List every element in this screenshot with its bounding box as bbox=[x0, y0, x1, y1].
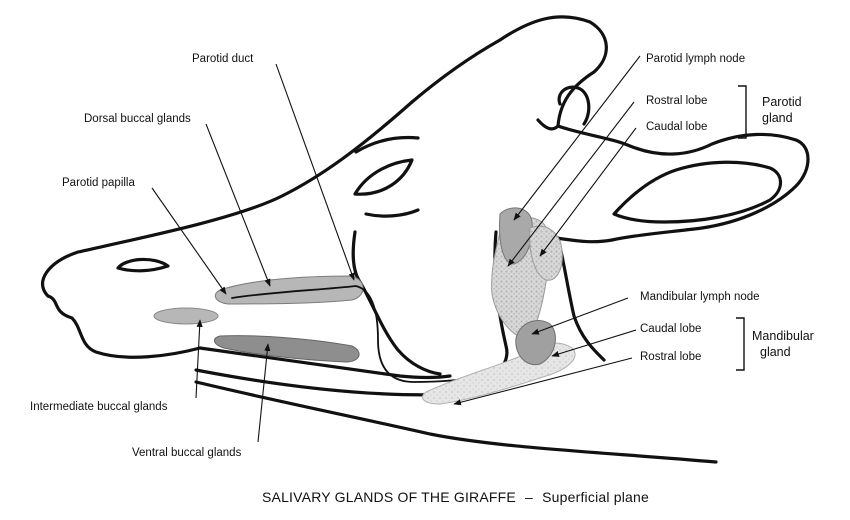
eye-brow-upper bbox=[354, 135, 420, 154]
label-ventral-buccal-glands: Ventral buccal glands bbox=[132, 447, 242, 459]
dorsal-buccal-glands bbox=[214, 275, 364, 305]
muzzle-outline bbox=[46, 294, 202, 359]
parotid-duct bbox=[231, 285, 509, 383]
neck-outline bbox=[554, 236, 614, 244]
label-dorsal-buccal-glands: Dorsal buccal glands bbox=[84, 113, 191, 125]
leader-parotid-lymph-node bbox=[513, 55, 641, 221]
label-mandibular-lymph-node: Mandibular lymph node bbox=[640, 291, 760, 303]
leader-mandibular-rostral bbox=[453, 357, 633, 406]
throat-line bbox=[194, 380, 718, 464]
eye-brow-lower bbox=[364, 208, 420, 218]
group-mandibular-line2: gland bbox=[760, 345, 791, 359]
label-parotid-duct: Parotid duct bbox=[192, 53, 254, 65]
figure-caption: SALIVARY GLANDS OF THE GIRAFFE – Superfi… bbox=[262, 489, 649, 505]
label-intermediate-buccal-glands: Intermediate buccal glands bbox=[30, 401, 168, 413]
label-mandibular-rostral-lobe: Rostral lobe bbox=[640, 351, 701, 363]
leader-ventral-buccal bbox=[257, 343, 271, 443]
leader-parotid-duct bbox=[275, 63, 355, 281]
cheek-line bbox=[351, 230, 442, 376]
nostril bbox=[116, 257, 170, 273]
leader-parotid-papilla bbox=[151, 187, 227, 295]
second-ossicone bbox=[557, 85, 591, 126]
ventral-buccal-glands bbox=[214, 335, 360, 363]
ear-inner bbox=[612, 160, 783, 224]
leader-mandibular-lymph bbox=[531, 297, 629, 335]
caption-dash: – bbox=[525, 489, 533, 505]
caption-sub: Superficial plane bbox=[542, 489, 649, 505]
mouth-line bbox=[198, 346, 452, 380]
intermediate-buccal-glands bbox=[153, 307, 219, 325]
mandibular-bracket bbox=[736, 317, 745, 371]
eye-outline bbox=[353, 158, 414, 196]
labels: Parotid duct Dorsal buccal glands Paroti… bbox=[30, 53, 814, 459]
glands bbox=[153, 207, 576, 405]
ossicone-outline bbox=[410, 15, 608, 131]
forehead-nose-line bbox=[41, 100, 414, 298]
ear-outline bbox=[610, 138, 810, 242]
leader-parotid-rostral bbox=[507, 101, 635, 267]
parotid-lymph-node bbox=[499, 207, 533, 265]
poll-outline bbox=[556, 124, 798, 156]
label-mandibular-caudal-lobe: Caudal lobe bbox=[640, 323, 701, 335]
label-parotid-papilla: Parotid papilla bbox=[62, 177, 135, 189]
label-parotid-caudal-lobe: Caudal lobe bbox=[646, 121, 707, 133]
mandibular-lymph-node bbox=[515, 320, 556, 366]
leader-parotid-caudal bbox=[539, 127, 637, 257]
leader-dorsal-buccal bbox=[205, 123, 271, 287]
leader-lines bbox=[151, 55, 641, 443]
caption-main: SALIVARY GLANDS OF THE GIRAFFE bbox=[262, 489, 516, 505]
parotid-bracket bbox=[738, 85, 747, 139]
head-outline bbox=[41, 15, 810, 464]
group-mandibular-line1: Mandibular bbox=[752, 329, 814, 343]
leader-mandibular-caudal bbox=[551, 329, 637, 357]
label-parotid-rostral-lobe: Rostral lobe bbox=[646, 95, 707, 107]
group-parotid-line2: gland bbox=[762, 111, 793, 125]
leader-intermediate-buccal bbox=[195, 319, 203, 399]
label-parotid-lymph-node: Parotid lymph node bbox=[646, 53, 745, 65]
group-parotid-line1: Parotid bbox=[762, 95, 802, 109]
